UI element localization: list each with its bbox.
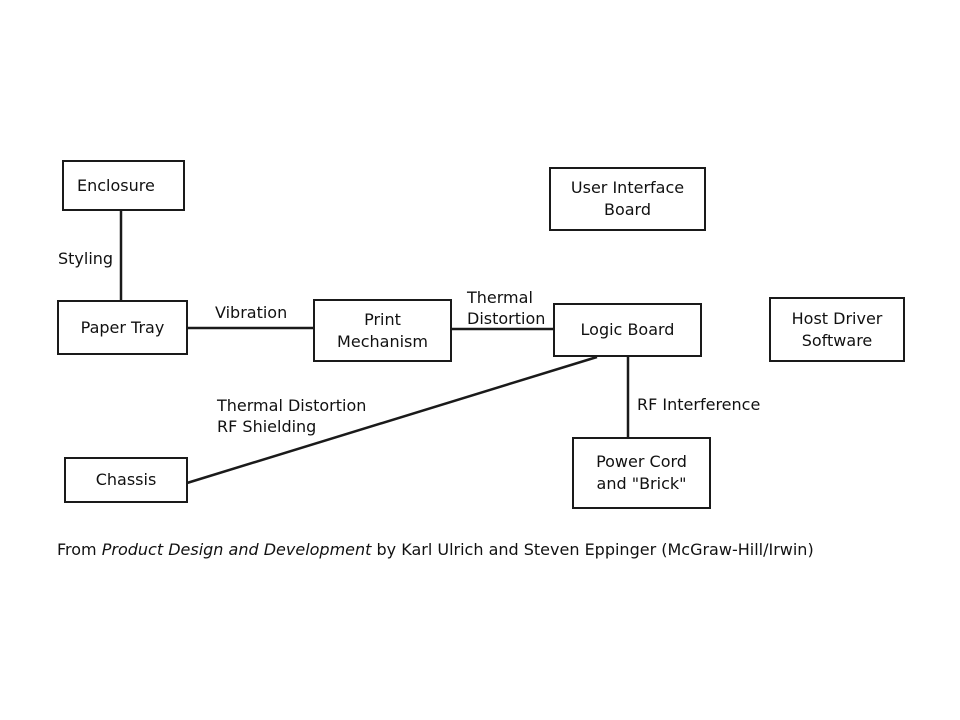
print-mechanism-box: Print Mechanism [313,299,452,362]
enclosure-label: Enclosure [77,175,155,195]
rf-interference-label: RF Interference [637,395,761,414]
logic-board-box: Logic Board [553,303,702,357]
caption-prefix: From [57,540,102,559]
caption-suffix: by Karl Ulrich and Steven Eppinger (McGr… [371,540,814,559]
power-cord-brick-box: Power Cord and "Brick" [572,437,711,509]
chassis-label: Chassis [95,470,157,489]
vibration-label: Vibration [215,303,288,322]
enclosure-box: Enclosure [62,160,185,211]
thermal-distortion-label: Thermal Distortion [467,288,546,328]
logic-board-label: Logic Board [580,320,675,339]
paper-tray-box: Paper Tray [57,300,188,355]
source-caption: From Product Design and Development by K… [57,540,814,559]
print-mechanism-label: Print Mechanism [337,309,428,351]
paper-tray-label: Paper Tray [80,317,165,337]
host-driver-software-label: Host Driver Software [791,308,883,350]
styling-label: Styling [58,249,114,268]
link-logic-board-chassis [186,355,598,485]
caption-book-title: Product Design and Development [101,540,372,559]
thermal-rf-shielding-label: Thermal Distortion RF Shielding [217,396,367,436]
chassis-box: Chassis [64,457,188,503]
user-interface-board-label: User Interface Board [570,178,685,219]
power-cord-brick-label: Power Cord and "Brick" [596,452,687,493]
host-driver-software-box: Host Driver Software [769,297,905,362]
user-interface-board-box: User Interface Board [549,167,706,231]
